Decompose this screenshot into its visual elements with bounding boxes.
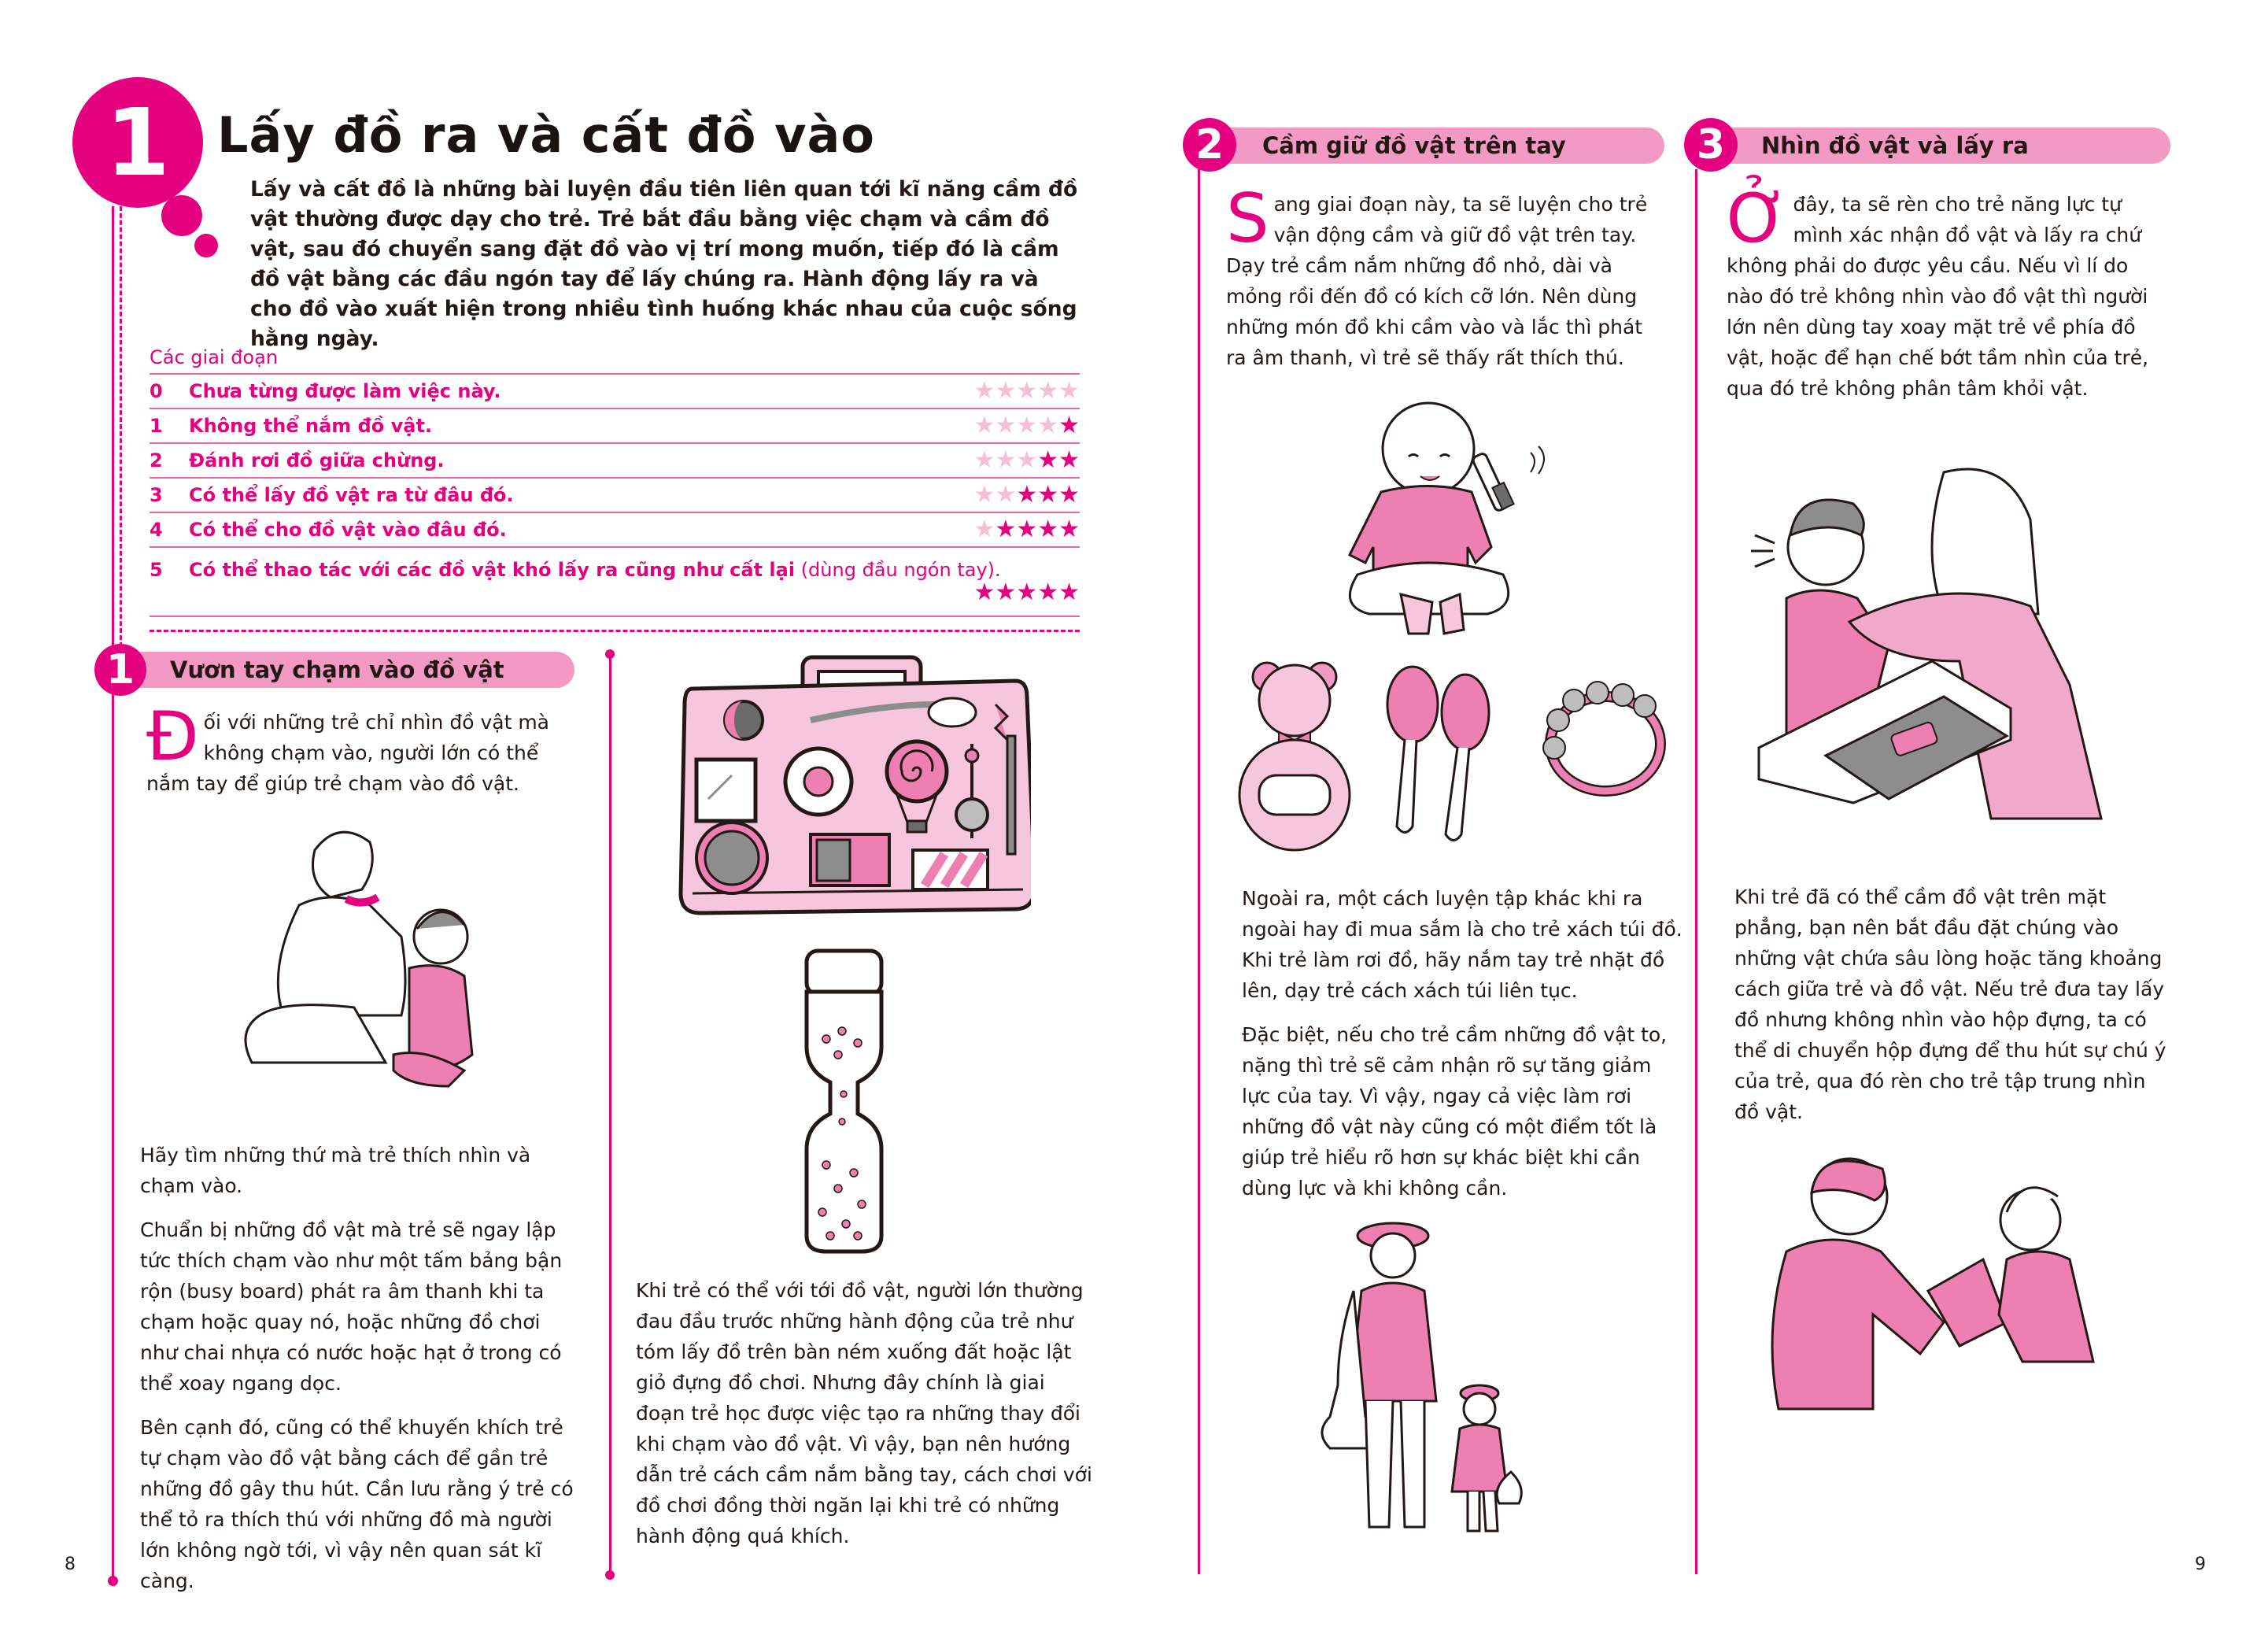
rating-stars: ★★★★★ [973, 377, 1080, 405]
rattle-toys-illustration [1238, 661, 1666, 852]
section-2-body: Ngoài ra, một cách luyện tập khác khi ra… [1242, 887, 1683, 1200]
stage-row-4: 4 Có thể cho đồ vật vào đâu đó. ★★★★★ [150, 513, 1080, 548]
adult-child-touch-illustration [244, 830, 474, 1088]
mother-child-shopping-illustration [1321, 1222, 1523, 1533]
decorative-bubble-small [194, 234, 218, 257]
stage-row-5: 5 Có thể thao tác với các đồ vật khó lấy… [150, 548, 1080, 617]
column-divider [609, 653, 611, 1574]
section-2-rule [1198, 169, 1200, 1574]
adult-child-container-illustration [1771, 1157, 2095, 1411]
section-2-header: Cầm giữ đồ vật trên tay [1196, 128, 1664, 164]
chapter-number-badge: 1 [72, 77, 203, 208]
section-1-body: Hãy tìm những thứ mà trẻ thích nhìn và c… [140, 1144, 574, 1592]
left-margin-dashed-rule [120, 206, 122, 647]
section-3-rule [1695, 169, 1697, 1574]
divider-dot-bottom [605, 1570, 615, 1580]
water-bottle-toy-illustration [804, 948, 884, 1254]
rating-stars: ★★★★★ [973, 412, 1080, 439]
adult-guiding-child-view-illustration [1751, 468, 2103, 820]
stages-heading: Các giai đoạn [150, 346, 1080, 375]
rule-end-dot [108, 1576, 118, 1586]
dropcap: Ở [1727, 179, 1789, 258]
rating-stars: ★★★★★ [973, 446, 1080, 474]
stage-row-3: 3 Có thể lấy đồ vật ra từ đâu đó. ★★★★★ [150, 479, 1080, 513]
stage-row-2: 2 Đánh rơi đồ giữa chừng. ★★★★★ [150, 444, 1080, 479]
section-1-header: Vươn tay chạm vào đồ vật [118, 652, 574, 688]
rating-stars: ★★★★★ [973, 481, 1080, 508]
left-margin-rule [112, 206, 114, 1580]
page-number-right: 9 [2195, 1555, 2206, 1574]
stage-row-0: 0 Chưa từng được làm việc này. ★★★★★ [150, 375, 1080, 409]
section-3-number: 3 [1684, 118, 1738, 172]
baby-with-rattle-illustration [1347, 401, 1545, 635]
section-1-right-column: Khi trẻ có thể với tới đồ vật, người lớn… [636, 1279, 1092, 1547]
section-2-number: 2 [1183, 118, 1236, 172]
stage-row-1: 1 Không thể nắm đồ vật. ★★★★★ [150, 409, 1080, 444]
dropcap: S [1226, 179, 1269, 258]
chapter-title: Lấy đồ ra và cất đồ vào [217, 106, 875, 164]
page-number-left: 8 [65, 1555, 76, 1574]
dropcap: Đ [146, 697, 199, 776]
section-divider [150, 630, 1080, 632]
rating-stars: ★★★★★ [973, 516, 1080, 543]
decorative-bubble-large [161, 195, 202, 236]
stages-table: Các giai đoạn 0 Chưa từng được làm việc … [150, 346, 1080, 617]
section-3-body: Khi trẻ đã có thể cầm đồ vật trên mặt ph… [1734, 886, 2166, 1123]
section-1-number: 1 [94, 644, 146, 696]
chapter-intro: Lấy và cất đồ là những bài luyện đầu tiê… [250, 177, 1078, 351]
rating-stars: ★★★★★ [973, 579, 1080, 606]
busy-board-illustration [678, 655, 1031, 915]
section-3-header: Nhìn đồ vật và lấy ra [1698, 128, 2170, 164]
divider-dot-top [605, 649, 615, 659]
